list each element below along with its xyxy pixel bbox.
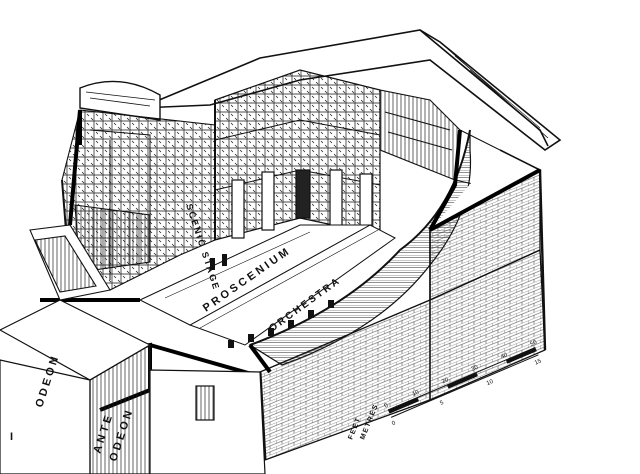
metre-tick-labels: 0 5 10 15 [391, 358, 543, 427]
metre-tick-3: 15 [534, 358, 543, 366]
feet-tick-1: 10 [412, 389, 421, 397]
frons-scaenae [214, 69, 381, 241]
metre-tick-1: 5 [439, 400, 445, 407]
feet-tick-labels: 0 10 20 30 40 50 [384, 339, 539, 409]
proscenium-floor [138, 224, 372, 326]
stage-wings-left [29, 224, 111, 301]
scenic-stage-perspective [61, 109, 216, 291]
feet-tick-0: 0 [384, 403, 390, 410]
balustrade-statues [210, 254, 334, 348]
label-left-mark: I [10, 431, 13, 443]
metre-tick-2: 10 [486, 379, 495, 387]
metre-tick-0: 0 [391, 420, 397, 427]
feet-tick-5: 50 [529, 339, 538, 347]
feet-tick-4: 40 [500, 352, 509, 360]
outer-wall-right [258, 149, 547, 461]
feet-tick-3: 30 [471, 364, 480, 372]
feet-tick-2: 20 [441, 377, 450, 385]
roof-truss-left [79, 80, 161, 121]
odeon-block [0, 299, 266, 474]
